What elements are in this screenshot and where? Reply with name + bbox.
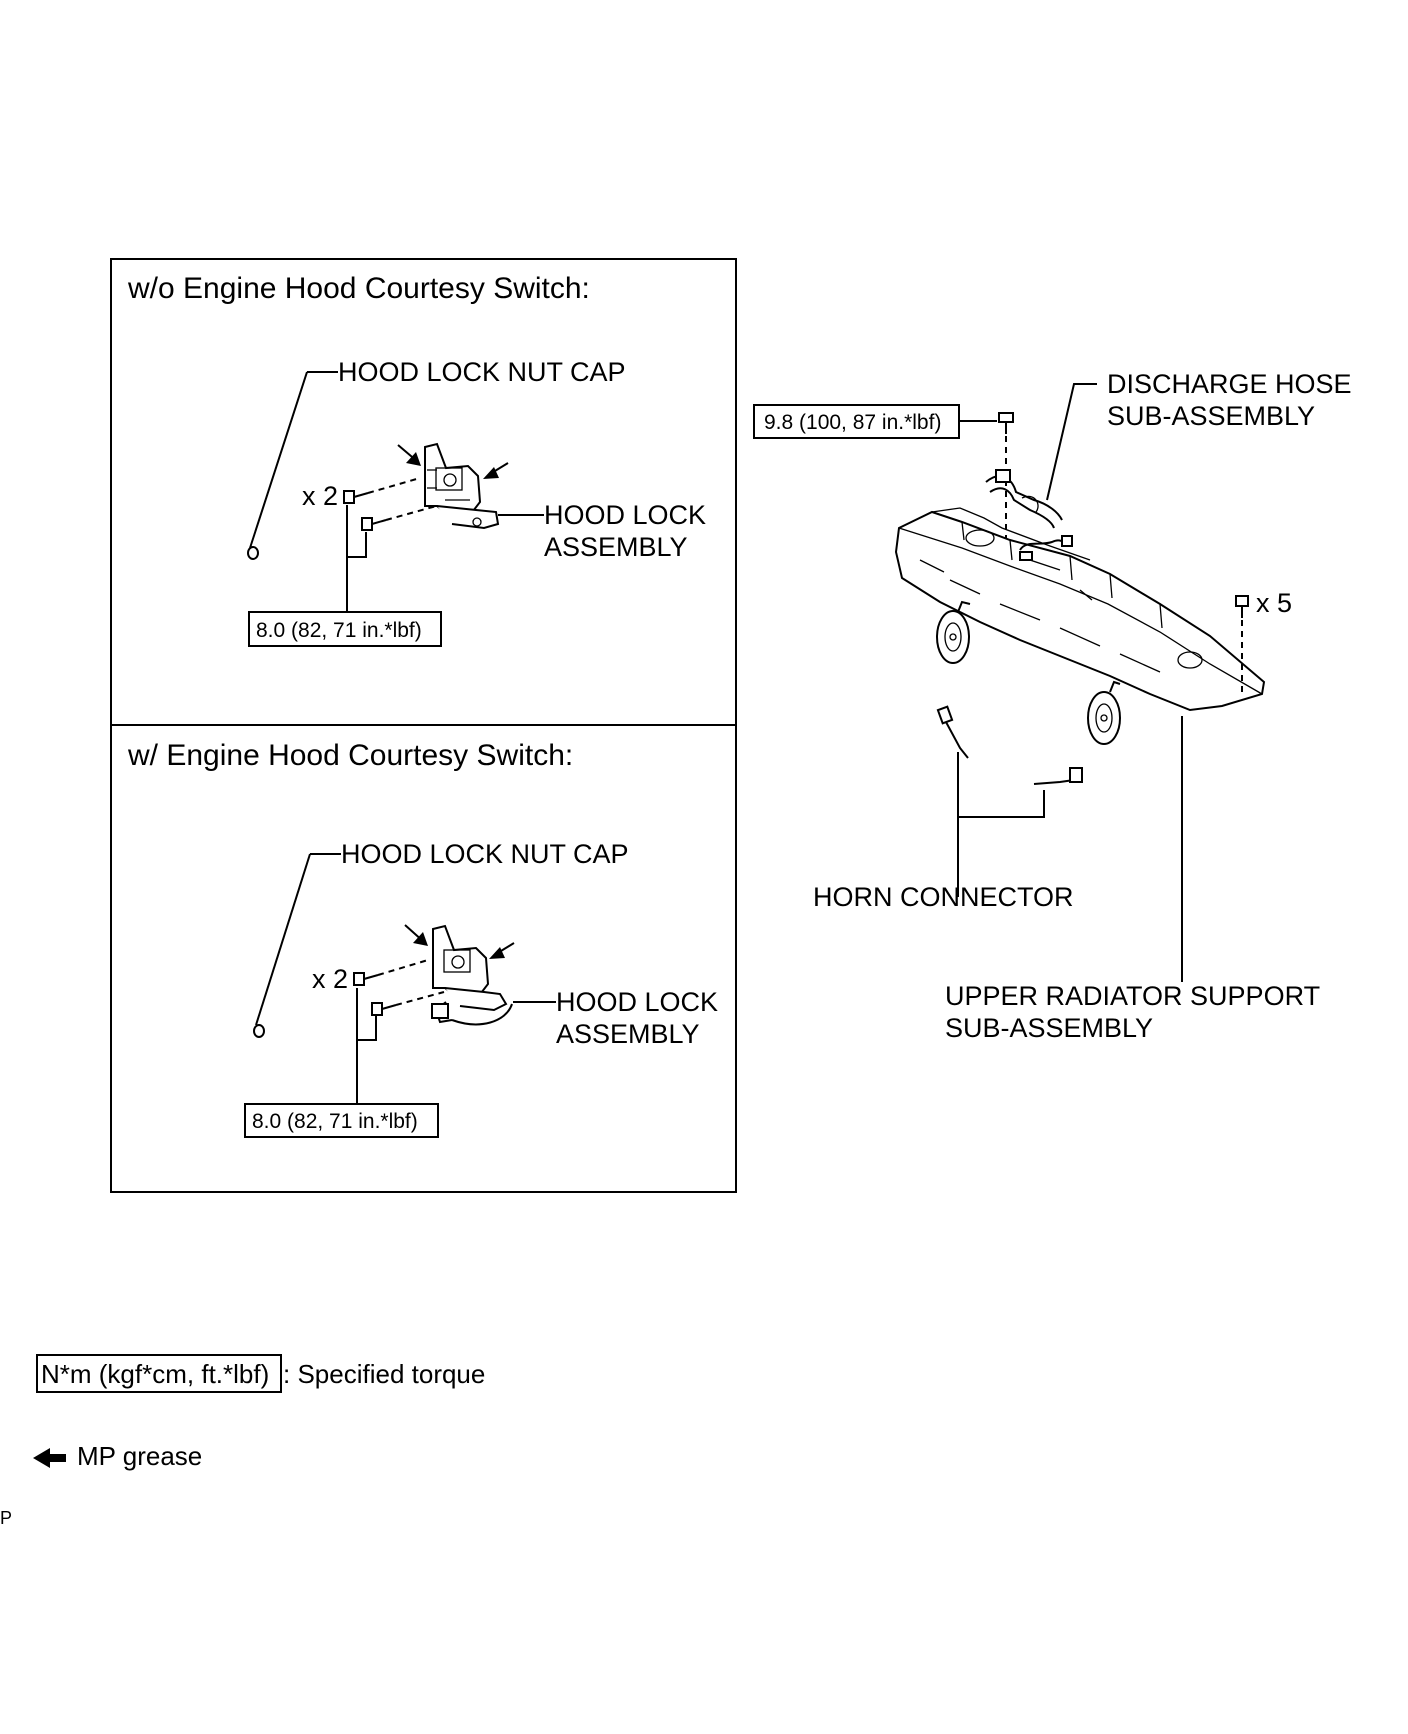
horn xyxy=(936,600,971,664)
bolt-qty: x 5 xyxy=(1256,588,1292,618)
leader-line xyxy=(958,790,1045,818)
bolt-icon xyxy=(361,517,387,531)
upper-radiator-support-label: SUB-ASSEMBLY xyxy=(945,1013,1153,1043)
torque-value: 9.8 (100, 87 in.*lbf) xyxy=(764,411,941,434)
panel-title: w/ Engine Hood Courtesy Switch: xyxy=(127,739,573,772)
horn-connector-label: HORN CONNECTOR xyxy=(813,882,1074,912)
torque-box xyxy=(244,1103,439,1138)
bolt-icon xyxy=(1235,595,1249,618)
horn xyxy=(1087,680,1121,745)
hood-lock-nut-cap-label: HOOD LOCK NUT CAP xyxy=(338,357,626,387)
torque-legend-desc: : Specified torque xyxy=(283,1359,485,1389)
legend: N*m (kgf*cm, ft.*lbf) : Specified torque… xyxy=(33,1354,485,1471)
hood-lock-assembly-label: HOOD LOCK xyxy=(556,987,718,1017)
bolt-icon xyxy=(353,972,379,986)
discharge-hose-label: SUB-ASSEMBLY xyxy=(1107,401,1315,431)
hood-lock-assembly-label: HOOD LOCK xyxy=(544,500,706,530)
install-line xyxy=(385,504,441,521)
torque-value: 8.0 (82, 71 in.*lbf) xyxy=(256,619,422,642)
mp-grease-legend-desc: MP grease xyxy=(77,1441,202,1471)
discharge-hose-clamp xyxy=(985,469,1063,529)
install-line xyxy=(377,959,429,976)
upper-radiator-support-label: UPPER RADIATOR SUPPORT xyxy=(945,981,1320,1011)
leader-line xyxy=(255,853,311,1026)
install-line xyxy=(367,477,421,494)
panel-with-switch: w/ Engine Hood Courtesy Switch: HOOD LOC… xyxy=(110,724,737,1193)
hood-lock-assembly-label: ASSEMBLY xyxy=(556,1019,700,1049)
bolt-icon xyxy=(998,412,1014,434)
horn-connector xyxy=(936,705,969,759)
footer-mark: P xyxy=(0,1508,12,1528)
mp-grease-arrow-icon xyxy=(404,924,428,946)
panel-frame xyxy=(110,258,737,726)
torque-leader xyxy=(357,1015,377,1041)
discharge-hose-label: DISCHARGE HOSE xyxy=(1107,369,1352,399)
torque-box xyxy=(248,611,442,647)
hood-lock-nut-cap xyxy=(247,546,259,560)
bolt-icon xyxy=(343,490,369,504)
panel-frame xyxy=(110,724,737,1193)
mp-grease-arrow-icon xyxy=(489,942,515,959)
upper-radiator-support xyxy=(894,507,1266,712)
hood-lock-nut-cap-label: HOOD LOCK NUT CAP xyxy=(341,839,629,869)
mp-grease-arrow-icon xyxy=(33,1448,66,1468)
panel-without-switch: w/o Engine Hood Courtesy Switch: HOOD LO… xyxy=(110,258,737,726)
main-assembly: 9.8 (100, 87 in.*lbf) DISCHARGE HOSE SUB… xyxy=(753,369,1352,1043)
leader-line xyxy=(1046,383,1097,501)
hood-lock-assembly xyxy=(431,924,513,1026)
leader-line xyxy=(249,371,308,549)
torque-legend-box xyxy=(36,1354,282,1393)
bolt-qty: x 2 xyxy=(302,481,338,511)
torque-value: 8.0 (82, 71 in.*lbf) xyxy=(252,1110,418,1133)
bolt-qty: x 2 xyxy=(312,964,348,994)
torque-unit: N*m (kgf*cm, ft.*lbf) xyxy=(41,1359,269,1389)
bolt-icon xyxy=(371,1002,397,1016)
hood-lock-assembly xyxy=(424,442,500,530)
torque-leader xyxy=(347,532,367,558)
install-line xyxy=(395,991,445,1006)
mp-grease-arrow-icon xyxy=(483,462,509,479)
panel-title: w/o Engine Hood Courtesy Switch: xyxy=(127,272,590,305)
horn-connector xyxy=(1033,767,1083,785)
mp-grease-arrow-icon xyxy=(397,444,421,466)
hood-lock-assembly-label: ASSEMBLY xyxy=(544,532,688,562)
hood-lock-nut-cap xyxy=(253,1024,265,1038)
